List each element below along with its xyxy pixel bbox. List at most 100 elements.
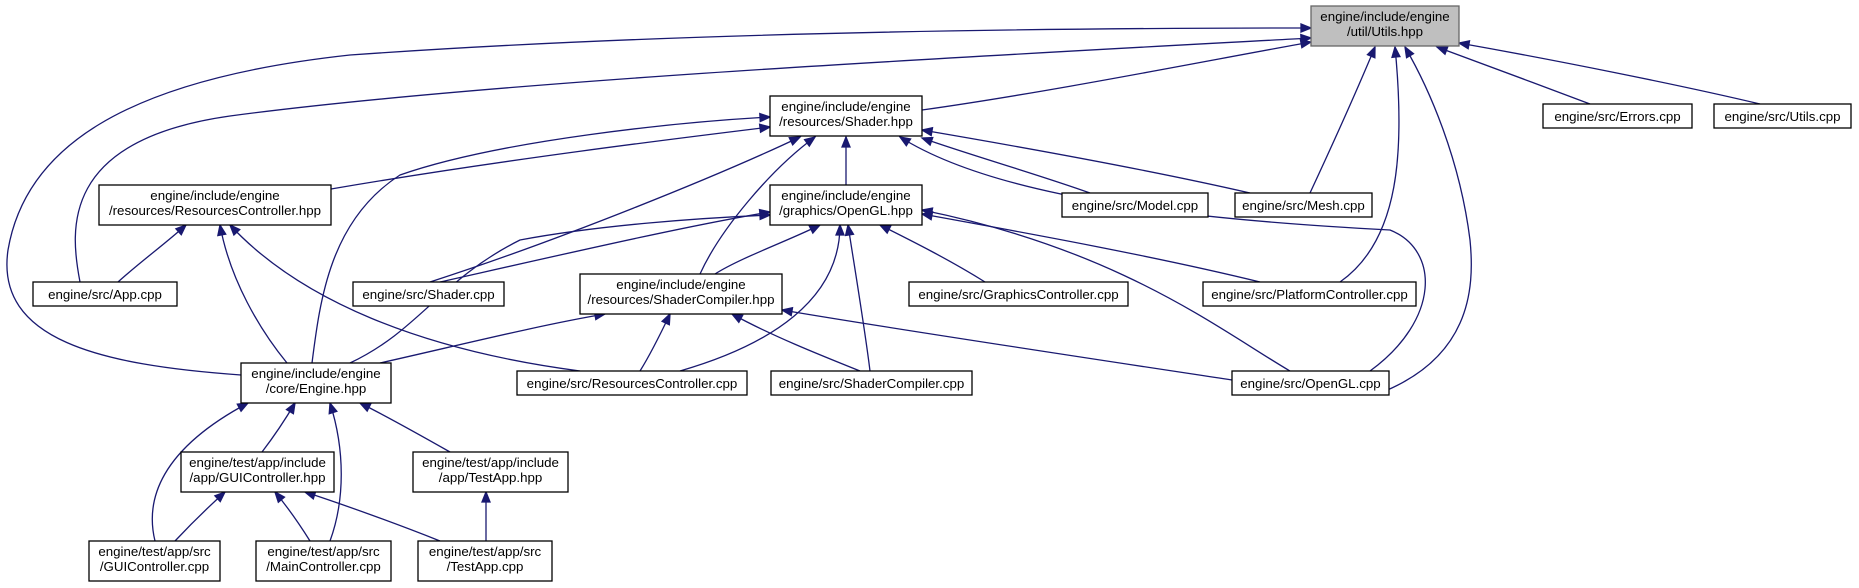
node-errors-cpp[interactable]: engine/src/Errors.cpp [1542,103,1693,129]
edge-model-cpp-to-shader-hpp [920,136,1091,194]
node-app-cpp[interactable]: engine/src/App.cpp [32,281,178,307]
node-box [770,370,973,396]
node-label-line: engine/src/Shader.cpp [362,287,494,302]
arrowhead [1366,45,1376,59]
edge-shader-hpp-to-utils-hpp [921,39,1313,111]
edge-platform-controller-cpp-to-utils-hpp [1339,45,1401,283]
node-box [1202,281,1417,307]
arrowhead [844,223,855,237]
edge-platform-controller-cpp-to-opengl-hpp [920,211,1261,283]
node-label-line: engine/src/App.cpp [48,287,162,302]
node-main-controller-cpp[interactable]: engine/test/app/src/MainController.cpp [255,540,392,582]
node-label-line: /util/Utils.hpp [1347,24,1423,39]
arrowhead [1404,45,1415,59]
node-resources-controller-cpp[interactable]: engine/src/ResourcesController.cpp [516,370,748,396]
arrowhead [758,123,772,134]
node-box [417,540,553,582]
arrowhead [481,490,491,503]
edge-engine-hpp-to-resources-controller-hpp [217,223,288,364]
node-box [1310,5,1460,47]
arrowhead [841,135,851,148]
arrowhead [660,312,671,326]
node-label-line: /app/GUIController.hpp [189,470,325,485]
arrowhead [1457,39,1471,50]
node-shader-hpp[interactable]: engine/include/engine/resources/Shader.h… [769,95,923,137]
node-label-line: engine/src/ResourcesController.cpp [527,376,738,391]
node-utils-cpp[interactable]: engine/src/Utils.cpp [1713,103,1852,129]
arrowhead [273,490,286,504]
node-box [32,281,178,307]
arrowhead [878,224,892,235]
edge-graphics-controller-cpp-to-opengl-hpp [878,224,986,283]
edge-test-app-hpp-to-engine-hpp [358,402,451,453]
node-shader-compiler-cpp[interactable]: engine/src/ShaderCompiler.cpp [770,370,973,396]
edge-engine-hpp-to-opengl-hpp [349,210,772,364]
arrowhead [1300,33,1313,44]
arrowhead [759,112,772,123]
node-box [1542,103,1693,129]
node-box [1231,370,1390,396]
edge-shader-compiler-cpp-to-shader-compiler-hpp [730,313,861,372]
node-label-line: engine/test/app/include [422,455,559,470]
edge-resources-controller-cpp-to-resources-controller-hpp [228,223,581,372]
edge-errors-cpp-to-utils-hpp [1435,46,1591,105]
node-label-line: engine/include/engine [150,188,279,203]
node-label-line: engine/src/PlatformController.cpp [1211,287,1408,302]
node-test-app-hpp[interactable]: engine/test/app/include/app/TestApp.hpp [412,451,569,493]
node-box [579,273,783,315]
node-label-line: /resources/ResourcesController.hpp [109,203,321,218]
edge-resources-controller-cpp-to-opengl-hpp [679,223,845,372]
arrowhead [285,401,296,415]
node-label-line: engine/include/engine [251,366,380,381]
node-test-app-cpp[interactable]: engine/test/app/src/TestApp.cpp [417,540,553,582]
node-mesh-cpp[interactable]: engine/src/Mesh.cpp [1234,192,1373,218]
node-opengl-hpp[interactable]: engine/include/engine/graphics/OpenGL.hp… [769,184,923,226]
arrowhead [835,223,845,236]
node-gui-controller-hpp[interactable]: engine/test/app/include/app/GUIControlle… [180,451,335,493]
arrowhead [174,223,188,236]
node-label-line: /TestApp.cpp [447,559,524,574]
arrowhead [228,223,241,237]
node-label-line: /core/Engine.hpp [266,381,367,396]
edge-test-app-cpp-to-gui-controller-hpp [303,490,441,542]
node-resources-controller-hpp[interactable]: engine/include/engine/resources/Resource… [98,184,332,226]
node-platform-controller-cpp[interactable]: engine/src/PlatformController.cpp [1202,281,1417,307]
node-engine-hpp[interactable]: engine/include/engine/core/Engine.hpp [240,362,392,404]
edge-gui-controller-hpp-to-engine-hpp [261,401,296,453]
node-box [1234,192,1373,218]
node-box [516,370,748,396]
edge-app-cpp-to-utils-hpp [74,33,1313,283]
arrowhead [788,136,802,147]
arrowhead [328,401,338,415]
node-label-line: /MainController.cpp [266,559,381,574]
node-box [769,184,923,226]
arrowhead [213,490,227,503]
arrowhead [759,210,772,221]
edge-shader-compiler-hpp-to-opengl-hpp [714,224,822,275]
edge-utils-cpp-to-utils-hpp [1457,39,1761,105]
node-utils-hpp[interactable]: engine/include/engine/util/Utils.hpp [1310,5,1460,47]
node-opengl-cpp[interactable]: engine/src/OpenGL.cpp [1231,370,1390,396]
edge-resources-controller-cpp-to-shader-compiler-hpp [639,312,671,372]
arrowhead [1435,46,1449,56]
node-graphics-controller-cpp[interactable]: engine/src/GraphicsController.cpp [908,281,1129,307]
node-label-line: /resources/Shader.hpp [779,114,913,129]
node-label-line: engine/src/GraphicsController.cpp [918,287,1118,302]
edges-layer [6,23,1761,542]
node-shader-cpp[interactable]: engine/src/Shader.cpp [352,281,505,307]
node-box [908,281,1129,307]
node-model-cpp[interactable]: engine/src/Model.cpp [1061,192,1209,218]
node-box [180,451,335,493]
arrowhead [898,136,912,147]
node-box [412,451,569,493]
edge-test-app-cpp-to-test-app-hpp [481,490,491,541]
edge-engine-hpp-to-utils-hpp [6,23,1313,376]
node-box [769,95,923,137]
edge-main-controller-cpp-to-engine-hpp [328,401,342,542]
node-label-line: engine/src/Errors.cpp [1554,109,1680,124]
node-gui-controller-cpp[interactable]: engine/test/app/src/GUIController.cpp [88,540,221,582]
arrowhead [730,313,744,324]
node-label-line: /resources/ShaderCompiler.hpp [588,292,775,307]
arrowhead [780,306,794,317]
node-shader-compiler-hpp[interactable]: engine/include/engine/resources/ShaderCo… [579,273,783,315]
